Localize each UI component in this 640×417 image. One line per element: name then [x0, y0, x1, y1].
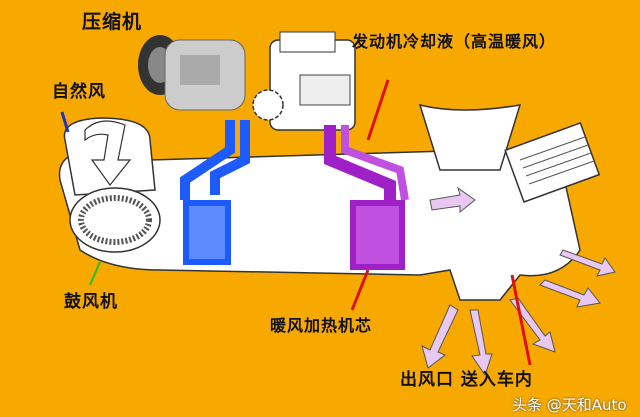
natural-air-flow-arrow [84, 120, 132, 186]
natural-air-pointer-arrow [60, 111, 70, 133]
blower-label: 鼓风机 [64, 292, 118, 312]
airflow-arrow [509, 297, 556, 353]
airflow-arrow [559, 249, 616, 277]
coolant-pointer-arrow [366, 79, 390, 141]
airflow-arrow [429, 186, 476, 214]
blower-fan [69, 187, 161, 253]
airflow-arrow [421, 304, 459, 369]
heater-core [324, 125, 409, 270]
heater-core-label: 暖风加热机芯 [270, 316, 373, 335]
airflow-arrows [421, 186, 616, 377]
engine-coolant-unit [252, 31, 356, 131]
compressor [138, 35, 246, 111]
outlet-pointer-arrow [510, 274, 532, 366]
airflow-arrow [539, 279, 601, 308]
evaporator-core [180, 120, 250, 265]
heater-core-pointer-arrow [350, 269, 370, 311]
defrost-vent [418, 103, 522, 171]
side-vent-grille [504, 121, 601, 203]
coolant-label: 发动机冷却液（高温暖风） [352, 32, 557, 51]
watermark: 头条 @天和Auto [512, 396, 627, 414]
outlet-label: 出风口 送入车内 [400, 370, 533, 390]
natural-air-label: 自然风 [52, 82, 106, 102]
pointer-arrows [60, 79, 532, 366]
airflow-arrow [469, 309, 493, 377]
blower-pointer-arrow [89, 261, 101, 286]
compressor-label: 压缩机 [82, 11, 143, 33]
